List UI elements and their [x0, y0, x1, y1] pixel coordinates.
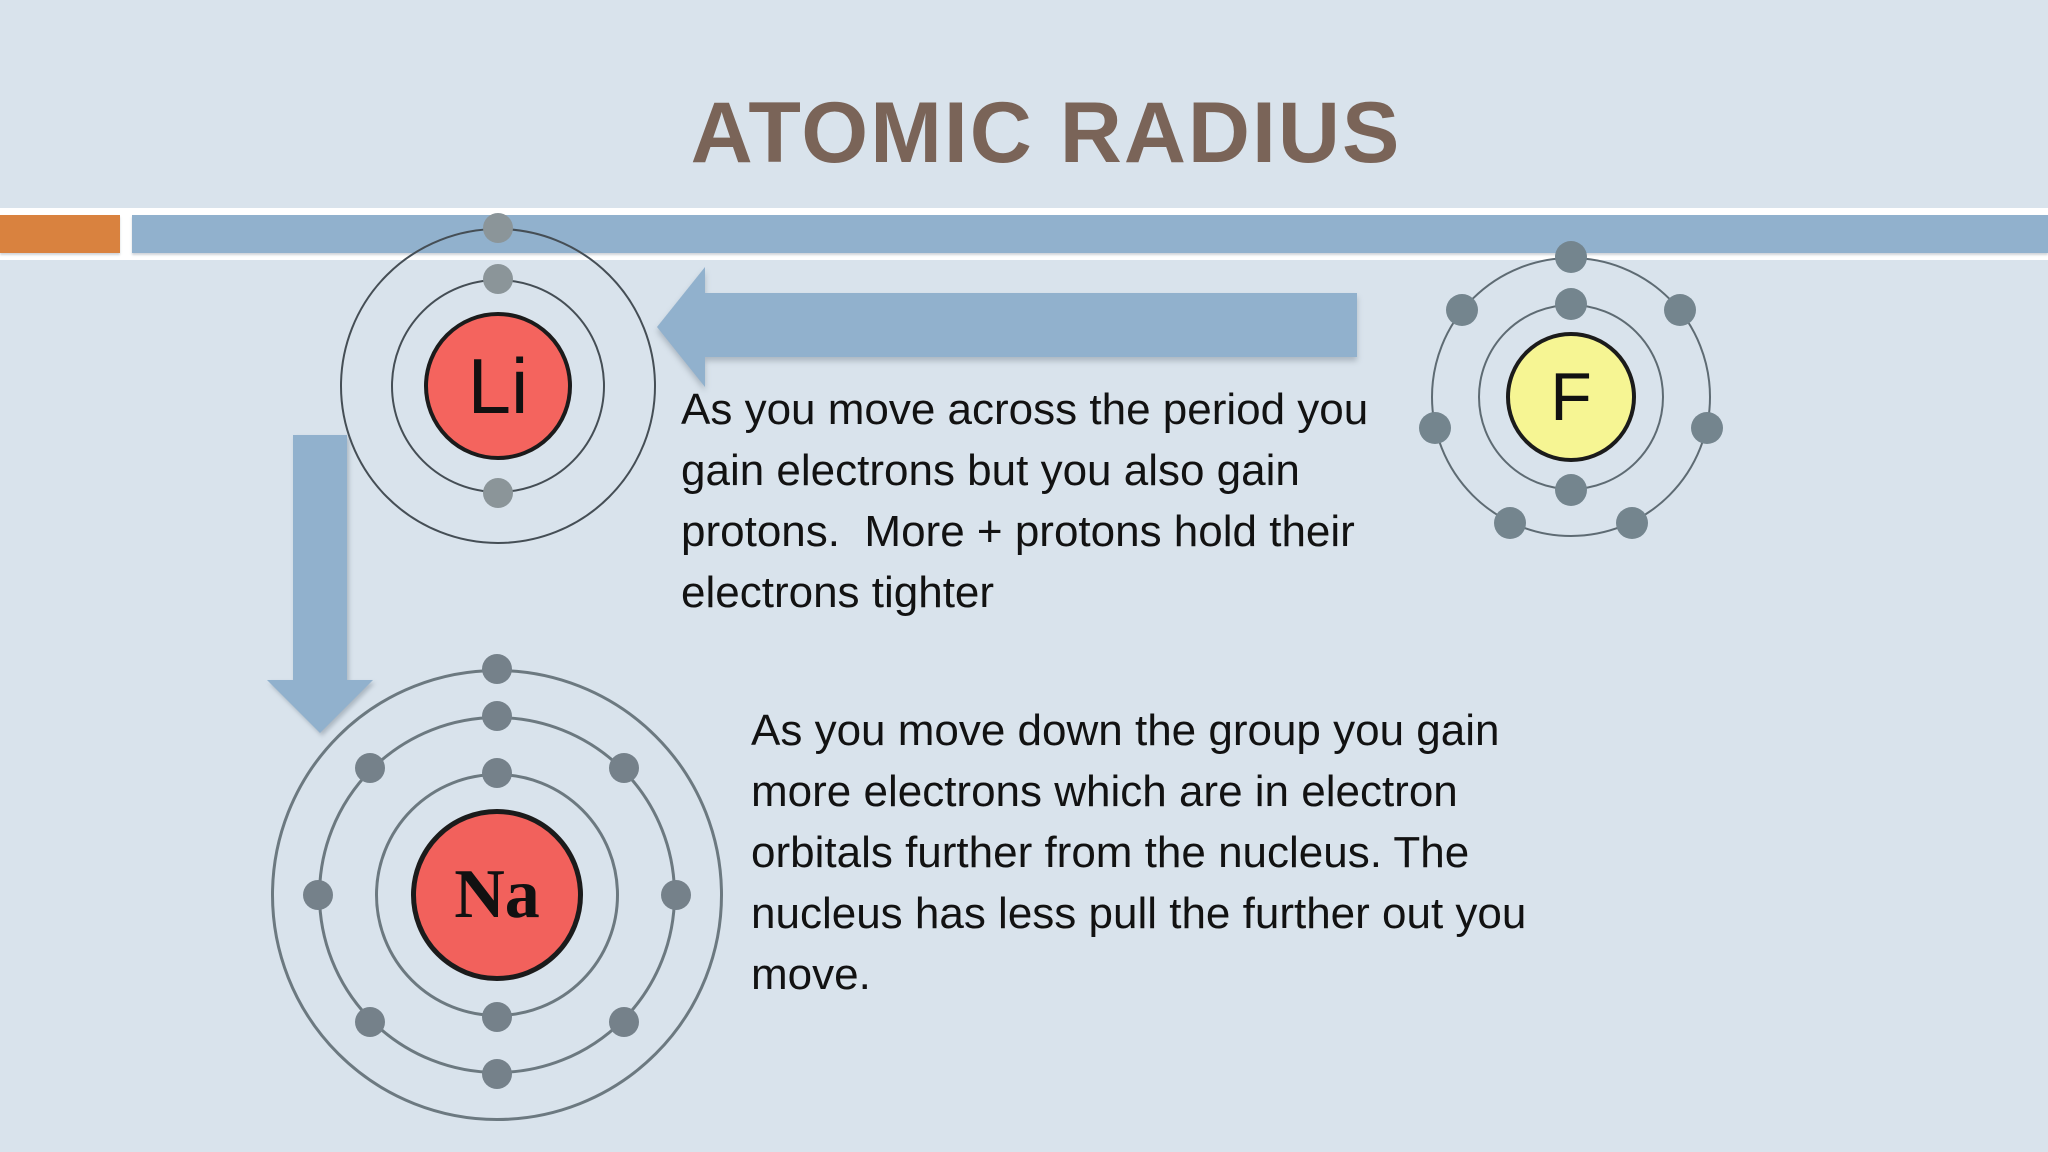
- electron-dot: [482, 758, 512, 788]
- arrow-left-head-icon: [657, 267, 705, 387]
- arrow-down-shaft: [293, 435, 347, 680]
- electron-dot: [483, 478, 513, 508]
- electron-dot: [1664, 293, 1697, 326]
- text-line: gain electrons but you also gain: [681, 446, 1300, 495]
- electron-dot: [482, 701, 512, 731]
- atom-fluorine: F: [1418, 241, 1724, 543]
- electron-dot: [482, 1002, 512, 1032]
- electron-dot: [482, 1059, 512, 1089]
- element-symbol: Li: [467, 342, 529, 430]
- electron-dot: [483, 264, 513, 294]
- nucleus: Li: [424, 312, 572, 460]
- electron-dot: [355, 1006, 386, 1037]
- nucleus: Na: [411, 809, 583, 981]
- electron-dot: [1555, 288, 1587, 320]
- across-period-text: As you move across the period you gain el…: [681, 379, 1368, 623]
- across-period-arrow: [657, 267, 1357, 387]
- text-line: As you move across the period you: [681, 385, 1369, 434]
- electron-dot: [608, 1006, 639, 1037]
- element-symbol: Na: [454, 856, 540, 933]
- text-line: more electrons which are in electron: [751, 767, 1458, 816]
- page-title: ATOMIC RADIUS: [690, 85, 1402, 181]
- text-line: As you move down the group you gain: [751, 706, 1500, 755]
- electron-dot: [355, 753, 386, 784]
- down-group-text: As you move down the group you gain more …: [751, 700, 1526, 1005]
- text-line: electrons tighter: [681, 568, 995, 617]
- electron-dot: [1445, 293, 1478, 326]
- text-line: orbitals further from the nucleus. The: [751, 828, 1470, 877]
- text-line: protons. More + protons hold their: [681, 507, 1355, 556]
- text-line: move.: [751, 950, 871, 999]
- electron-dot: [1418, 412, 1451, 445]
- atom-sodium: Na: [265, 654, 729, 1127]
- electron-dot: [661, 880, 691, 910]
- electron-dot: [483, 213, 513, 243]
- element-symbol: F: [1550, 359, 1592, 435]
- electron-dot: [608, 753, 639, 784]
- electron-dot: [1615, 507, 1648, 540]
- electron-dot: [303, 880, 333, 910]
- text-line: nucleus has less pull the further out yo…: [751, 889, 1527, 938]
- down-group-arrow: [267, 435, 373, 733]
- arrow-left-shaft: [705, 293, 1357, 357]
- accent-bar-orange-segment: [0, 215, 120, 253]
- electron-dot: [1555, 241, 1587, 273]
- electron-dot: [1494, 507, 1527, 540]
- electron-dot: [1691, 412, 1724, 445]
- electron-dot: [1555, 474, 1587, 506]
- atom-lithium: Li: [334, 213, 662, 550]
- electron-dot: [482, 654, 512, 684]
- nucleus: F: [1506, 332, 1636, 462]
